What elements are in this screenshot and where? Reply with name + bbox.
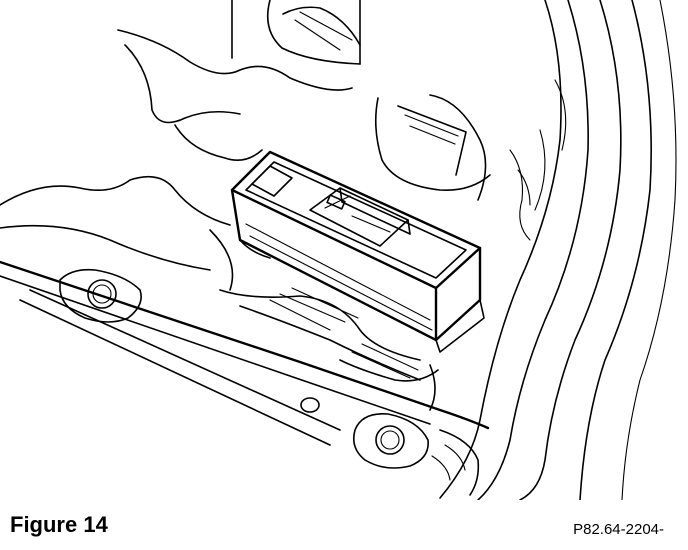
right-pillar — [439, 0, 677, 500]
floor-under-box — [219, 287, 439, 411]
figure-caption: Figure 14 — [10, 512, 108, 537]
left-floor-contour — [0, 175, 234, 291]
right-side-panel — [374, 94, 531, 241]
reference-code: P82.64-2204- — [573, 521, 664, 538]
sill-rail — [0, 260, 490, 469]
upper-trim-panels — [117, 0, 361, 161]
battery-box — [230, 150, 485, 353]
lower-right-contour — [431, 429, 480, 496]
line-illustration — [0, 0, 677, 500]
